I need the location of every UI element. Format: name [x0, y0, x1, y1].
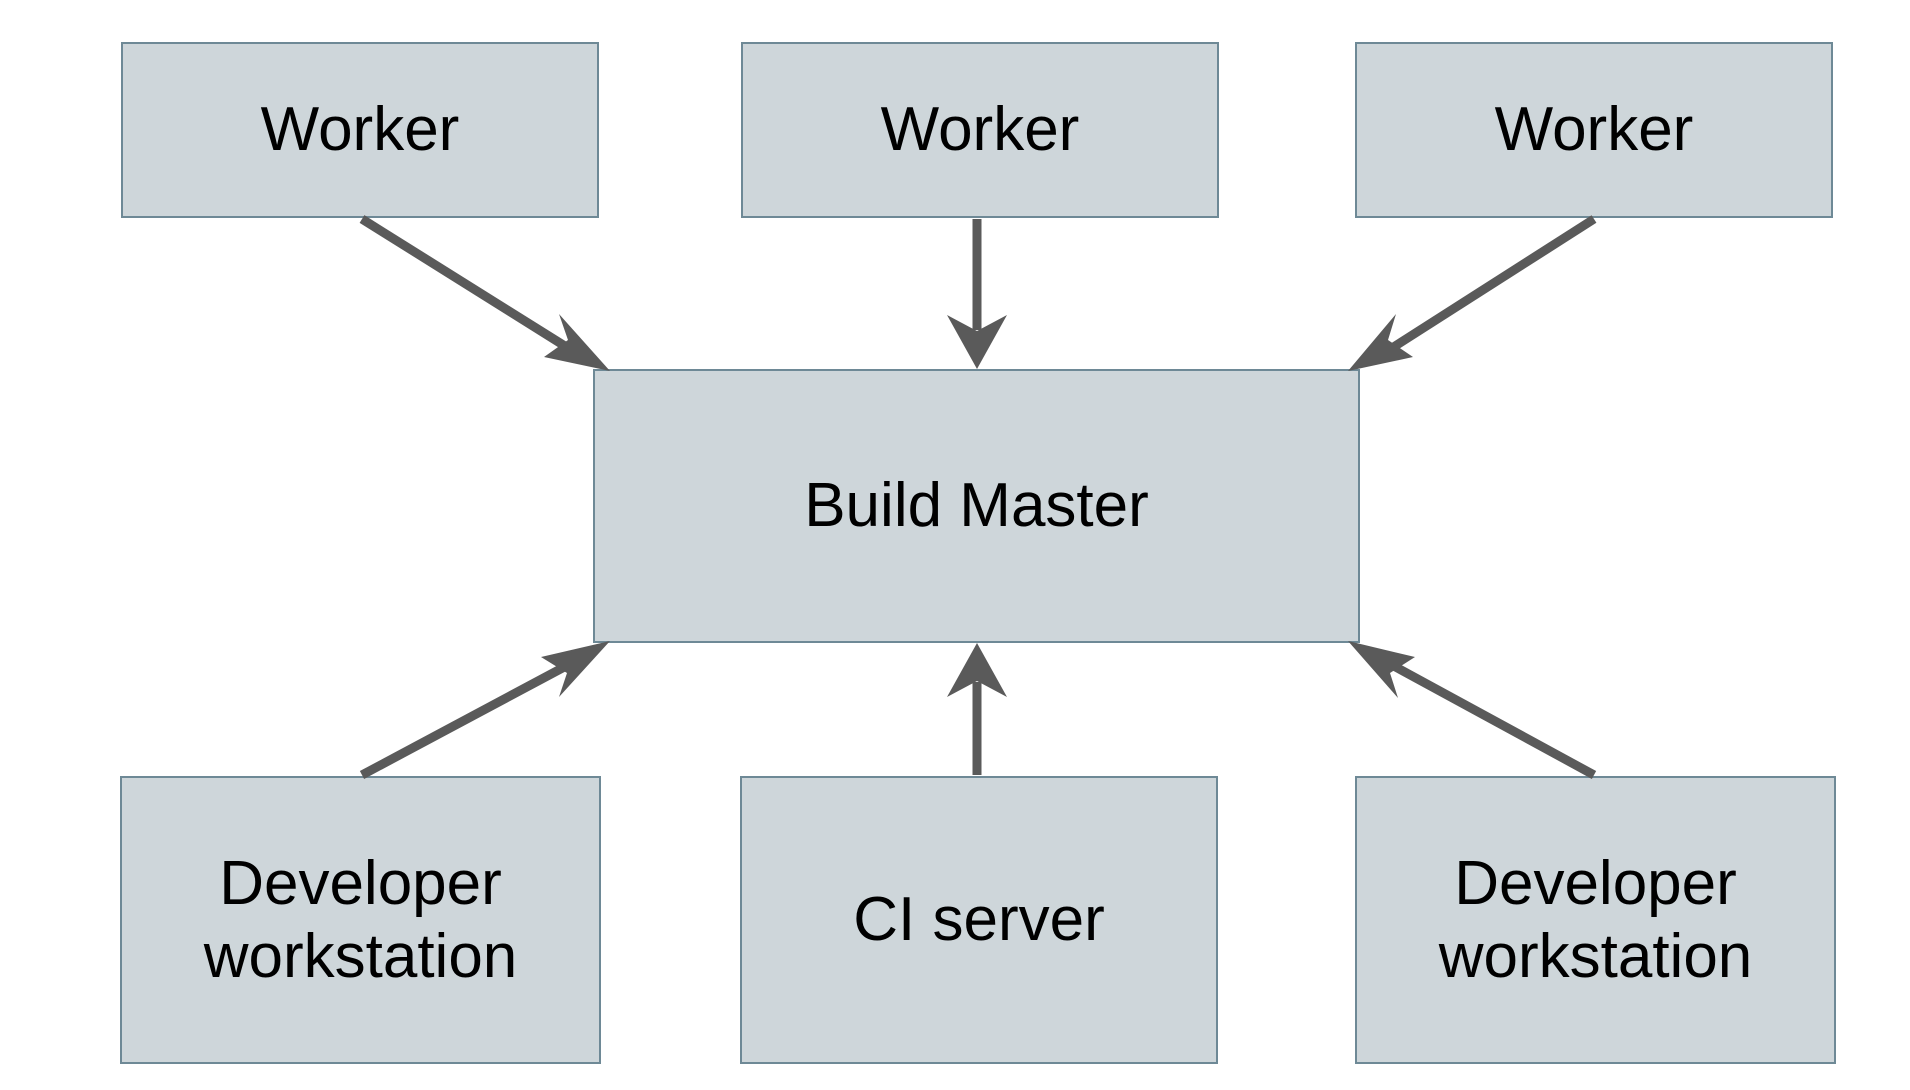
node-worker-center-label: Worker — [880, 95, 1080, 165]
node-developer-workstation-right[interactable]: Developer workstation — [1355, 776, 1836, 1064]
edge-ci-server-to-master — [947, 643, 1007, 775]
node-worker-right-label: Worker — [1494, 95, 1694, 165]
edge-dev-left-to-master — [359, 641, 610, 779]
node-ci-server[interactable]: CI server — [740, 776, 1218, 1064]
node-worker-center[interactable]: Worker — [741, 42, 1219, 218]
node-worker-right[interactable]: Worker — [1355, 42, 1833, 218]
node-build-master[interactable]: Build Master — [593, 369, 1360, 643]
node-ci-server-label: CI server — [853, 885, 1105, 955]
edge-worker-right-to-master — [1348, 215, 1597, 371]
edge-dev-right-to-master — [1348, 641, 1597, 779]
node-developer-workstation-left-label: Developer workstation — [203, 848, 518, 991]
node-worker-left-label: Worker — [260, 95, 460, 165]
edge-worker-left-to-master — [359, 215, 610, 371]
node-build-master-label: Build Master — [804, 471, 1149, 541]
edge-worker-center-to-master — [947, 219, 1007, 369]
node-developer-workstation-right-label: Developer workstation — [1438, 848, 1753, 991]
node-worker-left[interactable]: Worker — [121, 42, 599, 218]
node-developer-workstation-left[interactable]: Developer workstation — [120, 776, 601, 1064]
